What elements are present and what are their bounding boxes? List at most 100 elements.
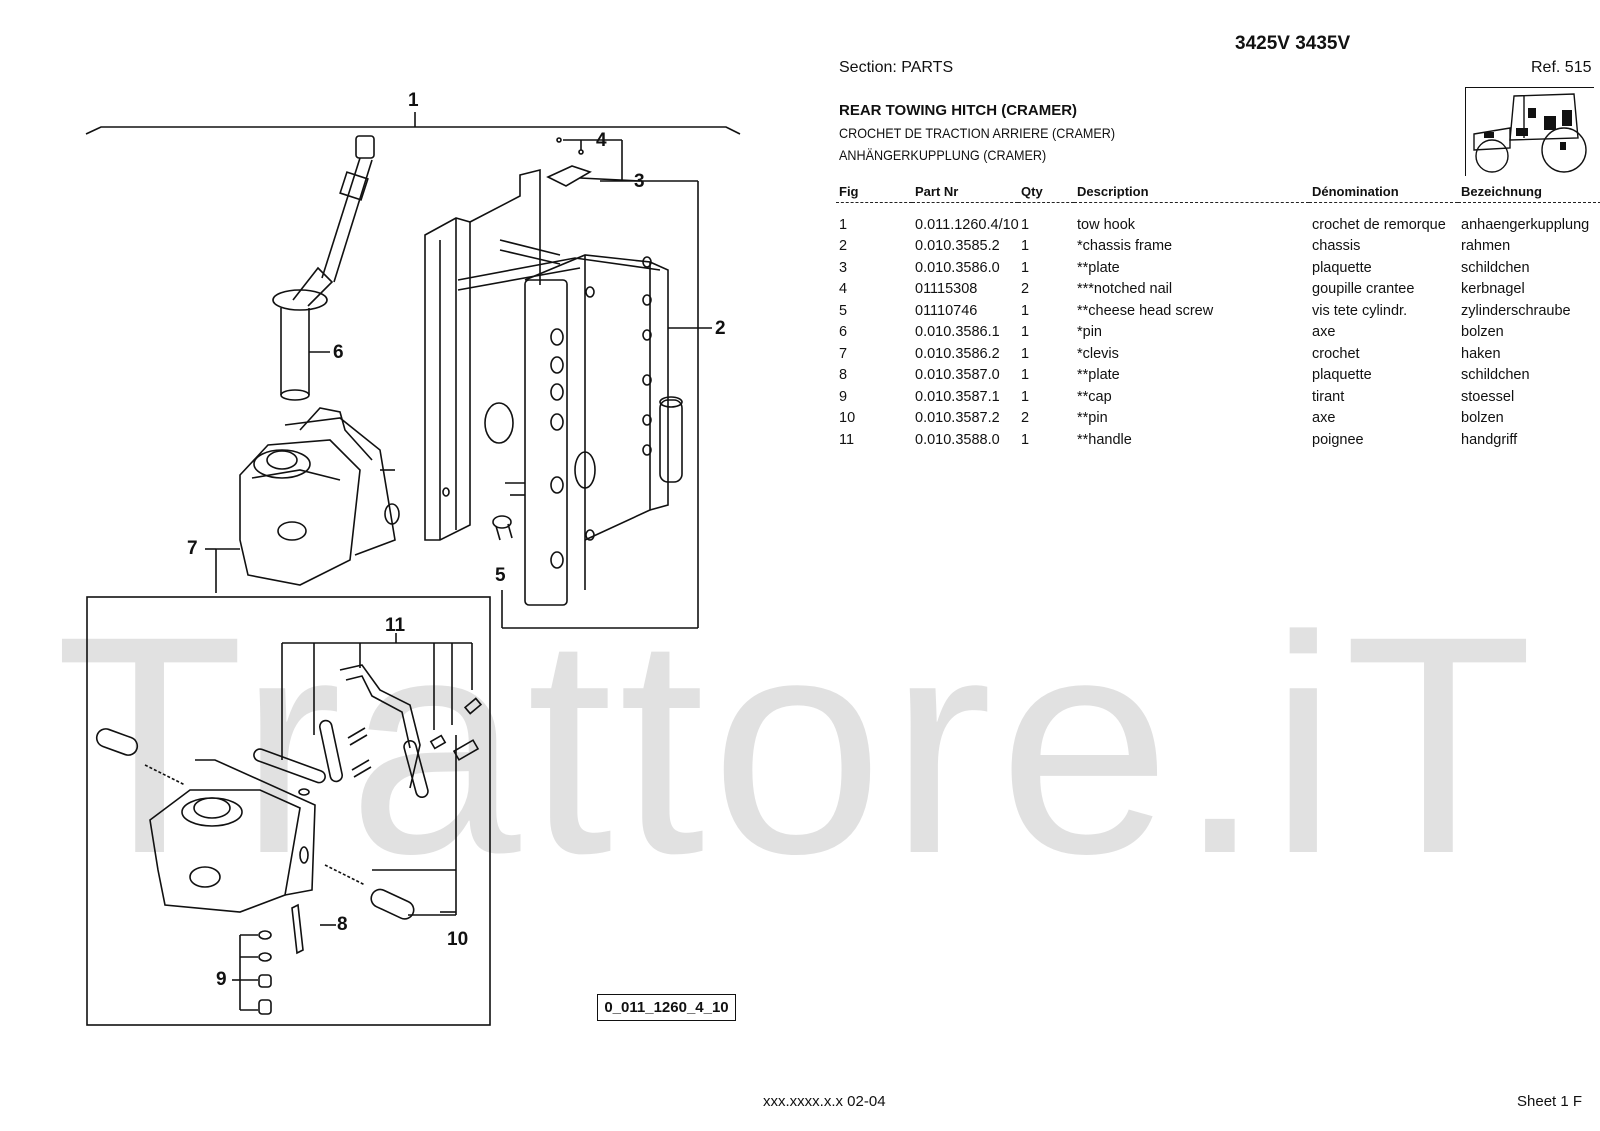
col-bezeichnung: Bezeichnung [1458,180,1600,203]
callout-1: 1 [408,90,419,111]
title-english: REAR TOWING HITCH (CRAMER) [839,102,1078,119]
cell-description: **plate [1077,259,1120,276]
cell-qty: 1 [1021,388,1030,405]
chassis-frame-part [424,168,683,606]
cell-denomination: tirant [1312,388,1345,405]
cell-denomination: axe [1312,410,1336,427]
model-title: 3425V 3435V [1235,33,1351,54]
footer-code: xxx.xxxx.x.x 02-04 [763,1093,886,1110]
cell-part-nr: 0.010.3586.2 [915,345,1000,362]
callout-11: 11 [385,615,406,636]
cell-fig: 10 [839,410,856,427]
cell-denomination: crochet de remorque [1312,216,1446,233]
callout-5: 5 [495,565,506,586]
cell-denomination: vis tete cylindr. [1312,302,1408,319]
callout-7: 7 [187,538,198,559]
cell-fig: 9 [839,388,848,405]
cell-part-nr: 0.010.3588.0 [915,431,1000,448]
cell-denomination: plaquette [1312,259,1372,276]
cell-part-nr: 0.010.3586.0 [915,259,1000,276]
upper-jaw-part [239,407,400,586]
cell-part-nr: 0.010.3587.0 [915,367,1000,384]
cell-fig: 4 [839,281,848,298]
reference-label: Ref. 515 [1531,59,1592,76]
cell-part-nr: 0.010.3587.1 [915,388,1000,405]
cell-bezeichnung: haken [1461,345,1501,362]
cell-bezeichnung: rahmen [1461,238,1511,255]
cell-description: *clevis [1077,345,1119,362]
table-header-row: Fig Part Nr Qty Description Dénomination… [836,180,1600,203]
cell-description: **cheese head screw [1077,302,1214,319]
callout-3: 3 [634,171,645,192]
cell-fig: 2 [839,238,848,255]
cell-qty: 1 [1021,302,1030,319]
cell-qty: 1 [1021,238,1030,255]
cell-bezeichnung: anhaengerkupplung [1461,216,1590,233]
cell-description: **handle [1077,431,1132,448]
footer-sheet: Sheet 1 F [1517,1093,1583,1110]
col-fig: Fig [836,180,912,203]
title-german: ANHÄNGERKUPPLUNG (CRAMER) [839,147,1047,163]
col-qty: Qty [1018,180,1074,203]
col-part-nr: Part Nr [912,180,1018,203]
cell-bezeichnung: bolzen [1461,324,1504,341]
title-french: CROCHET DE TRACTION ARRIERE (CRAMER) [839,125,1116,141]
cell-qty: 1 [1021,259,1030,276]
section-label: Section: PARTS [839,59,954,76]
col-description: Description [1074,180,1309,203]
cell-part-nr: 0.010.3586.1 [915,324,1000,341]
col-denomination: Dénomination [1309,180,1458,203]
cell-part-nr: 0.011.1260.4/10 [915,216,1019,233]
cell-fig: 6 [839,324,848,341]
cell-description: *pin [1077,324,1102,341]
cell-fig: 1 [839,216,848,233]
detail-box [86,596,491,1026]
cell-description: **pin [1077,410,1108,427]
table-row: 7 0.010.3586.2 1 *clevis crochet haken [836,343,1600,365]
cell-denomination: axe [1312,324,1336,341]
cell-qty: 1 [1021,367,1030,384]
cell-qty: 2 [1021,281,1030,298]
cell-fig: 7 [839,345,848,362]
cell-denomination: poignee [1312,431,1364,448]
parts-table: Fig Part Nr Qty Description Dénomination… [836,180,1600,451]
cell-part-nr: 01115308 [915,281,978,298]
cell-description: *chassis frame [1077,238,1173,255]
cell-qty: 1 [1021,431,1030,448]
cell-bezeichnung: bolzen [1461,410,1504,427]
cell-bezeichnung: kerbnagel [1461,281,1525,298]
cell-bezeichnung: schildchen [1461,259,1530,276]
callout-9: 9 [216,969,227,990]
cell-qty: 1 [1021,345,1030,362]
callout-6: 6 [333,342,344,363]
cell-description: tow hook [1077,216,1136,233]
cell-description: **plate [1077,367,1120,384]
cell-bezeichnung: handgriff [1461,431,1518,448]
cell-denomination: crochet [1312,345,1360,362]
cell-description: **cap [1077,388,1112,405]
lower-jaw-part [95,728,457,1015]
cell-fig: 5 [839,302,848,319]
cell-qty: 1 [1021,216,1030,233]
table-row: 5 01110746 1 **cheese head screw vis tete cy… [836,300,1600,322]
cell-fig: 3 [839,259,848,276]
table-row: 3 0.010.3586.0 1 **plate plaquette schildchen [836,257,1600,279]
callout-4: 4 [596,130,607,151]
cell-qty: 2 [1021,410,1030,427]
callout-10: 10 [447,929,469,950]
callout-2: 2 [715,318,726,339]
cell-part-nr: 01110746 [915,302,978,319]
tractor-icon [1473,93,1587,173]
cell-denomination: goupille crantee [1312,281,1415,298]
cell-denomination: chassis [1312,238,1361,255]
